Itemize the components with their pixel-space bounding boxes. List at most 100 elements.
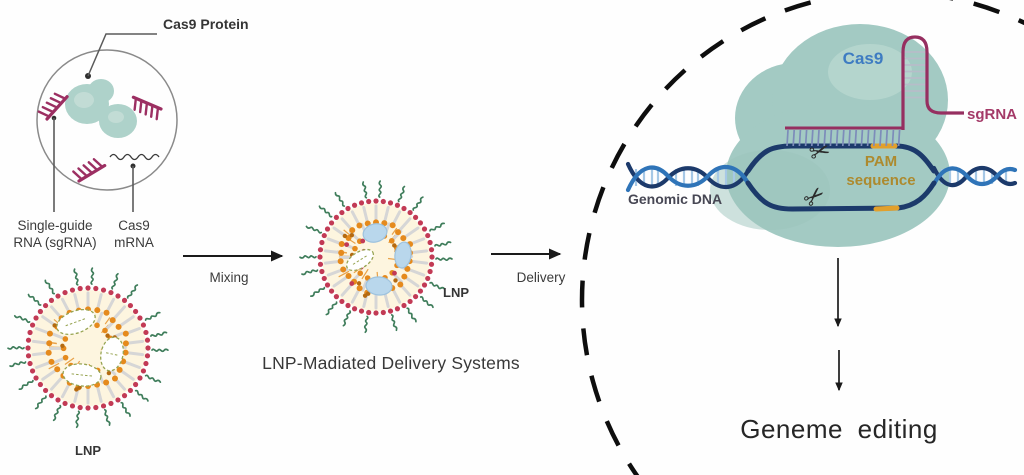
decoration (373, 310, 379, 316)
decoration (105, 352, 119, 356)
decoration (352, 245, 358, 252)
decoration (345, 205, 351, 212)
decoration (332, 276, 348, 288)
decoration (41, 105, 54, 113)
decoration (344, 242, 350, 247)
decoration (55, 293, 61, 299)
decoration (401, 273, 408, 280)
decoration (365, 276, 393, 296)
decoration (116, 366, 123, 373)
cas9-protein-large-blob (710, 24, 950, 247)
decoration (362, 223, 388, 243)
decoration (407, 209, 413, 216)
decoration (73, 388, 80, 403)
decoration (828, 44, 912, 100)
decoration (52, 404, 62, 422)
decoration (27, 293, 42, 306)
decoration (85, 405, 91, 411)
decoration (62, 363, 102, 387)
decoration (391, 227, 398, 236)
decoration (326, 269, 342, 277)
decoration (27, 329, 33, 336)
decoration (127, 339, 145, 345)
decoration (29, 322, 36, 328)
decoration (786, 129, 789, 147)
decoration (885, 129, 889, 147)
decoration (393, 278, 398, 283)
decoration (891, 129, 895, 147)
decoration (931, 166, 1018, 187)
decoration (421, 282, 428, 288)
decoration (103, 379, 110, 386)
decoration (69, 403, 76, 409)
decoration (73, 293, 80, 310)
decoration (345, 248, 375, 272)
decoration (394, 241, 412, 269)
decoration (88, 79, 114, 103)
decoration (434, 241, 452, 247)
decoration (48, 362, 60, 370)
decoration (798, 129, 802, 147)
dna-top-strand (745, 143, 937, 174)
decoration (625, 165, 751, 193)
decoration (122, 330, 129, 337)
decoration (45, 349, 52, 356)
decoration (106, 370, 112, 376)
decoration (428, 261, 435, 267)
decoration (411, 249, 429, 255)
decoration (31, 339, 48, 345)
decoration (13, 314, 31, 324)
decoration (60, 383, 70, 399)
decoration (351, 306, 358, 312)
decoration (395, 229, 402, 236)
decoration (48, 297, 55, 304)
decoration (383, 205, 390, 222)
decoration (108, 400, 114, 407)
decoration (345, 248, 375, 272)
decoration (48, 358, 55, 365)
decoration (625, 161, 751, 189)
decoration (71, 373, 93, 377)
decoration (94, 307, 101, 314)
decoration (841, 129, 845, 147)
decoration (397, 185, 406, 203)
sgrna-hairpin-rungs (904, 51, 926, 99)
decoration (334, 191, 346, 207)
decoration (115, 323, 122, 330)
decoration (93, 404, 99, 411)
decoration (144, 374, 162, 384)
decoration (301, 269, 319, 276)
decoration (397, 281, 404, 288)
decoration (100, 287, 107, 293)
decoration (350, 210, 360, 225)
decoration (309, 286, 326, 297)
decoration (319, 268, 325, 275)
decoration (326, 237, 341, 245)
decoration (406, 307, 417, 323)
decoration (50, 376, 63, 391)
sgrna-hairpin (901, 35, 964, 130)
decoration (94, 322, 100, 329)
decoration (401, 302, 407, 309)
decoration (338, 240, 345, 247)
decoration (102, 327, 108, 334)
decoration (394, 202, 401, 208)
delivery-system-caption: LNP-Madiated Delivery Systems (262, 353, 520, 373)
decoration (378, 180, 383, 198)
decoration (325, 301, 338, 316)
cas9-label: Cas9 (843, 49, 884, 68)
decoration (65, 317, 87, 327)
decoration (323, 260, 340, 265)
decoration (144, 102, 149, 116)
decoration (143, 329, 149, 336)
decoration (113, 305, 126, 320)
decoration (333, 294, 340, 300)
decoration (69, 287, 76, 293)
decoration (324, 226, 331, 232)
decoration (62, 336, 69, 342)
decoration (138, 100, 143, 114)
decoration (340, 282, 354, 297)
decoration (41, 315, 57, 327)
decoration (33, 375, 39, 381)
